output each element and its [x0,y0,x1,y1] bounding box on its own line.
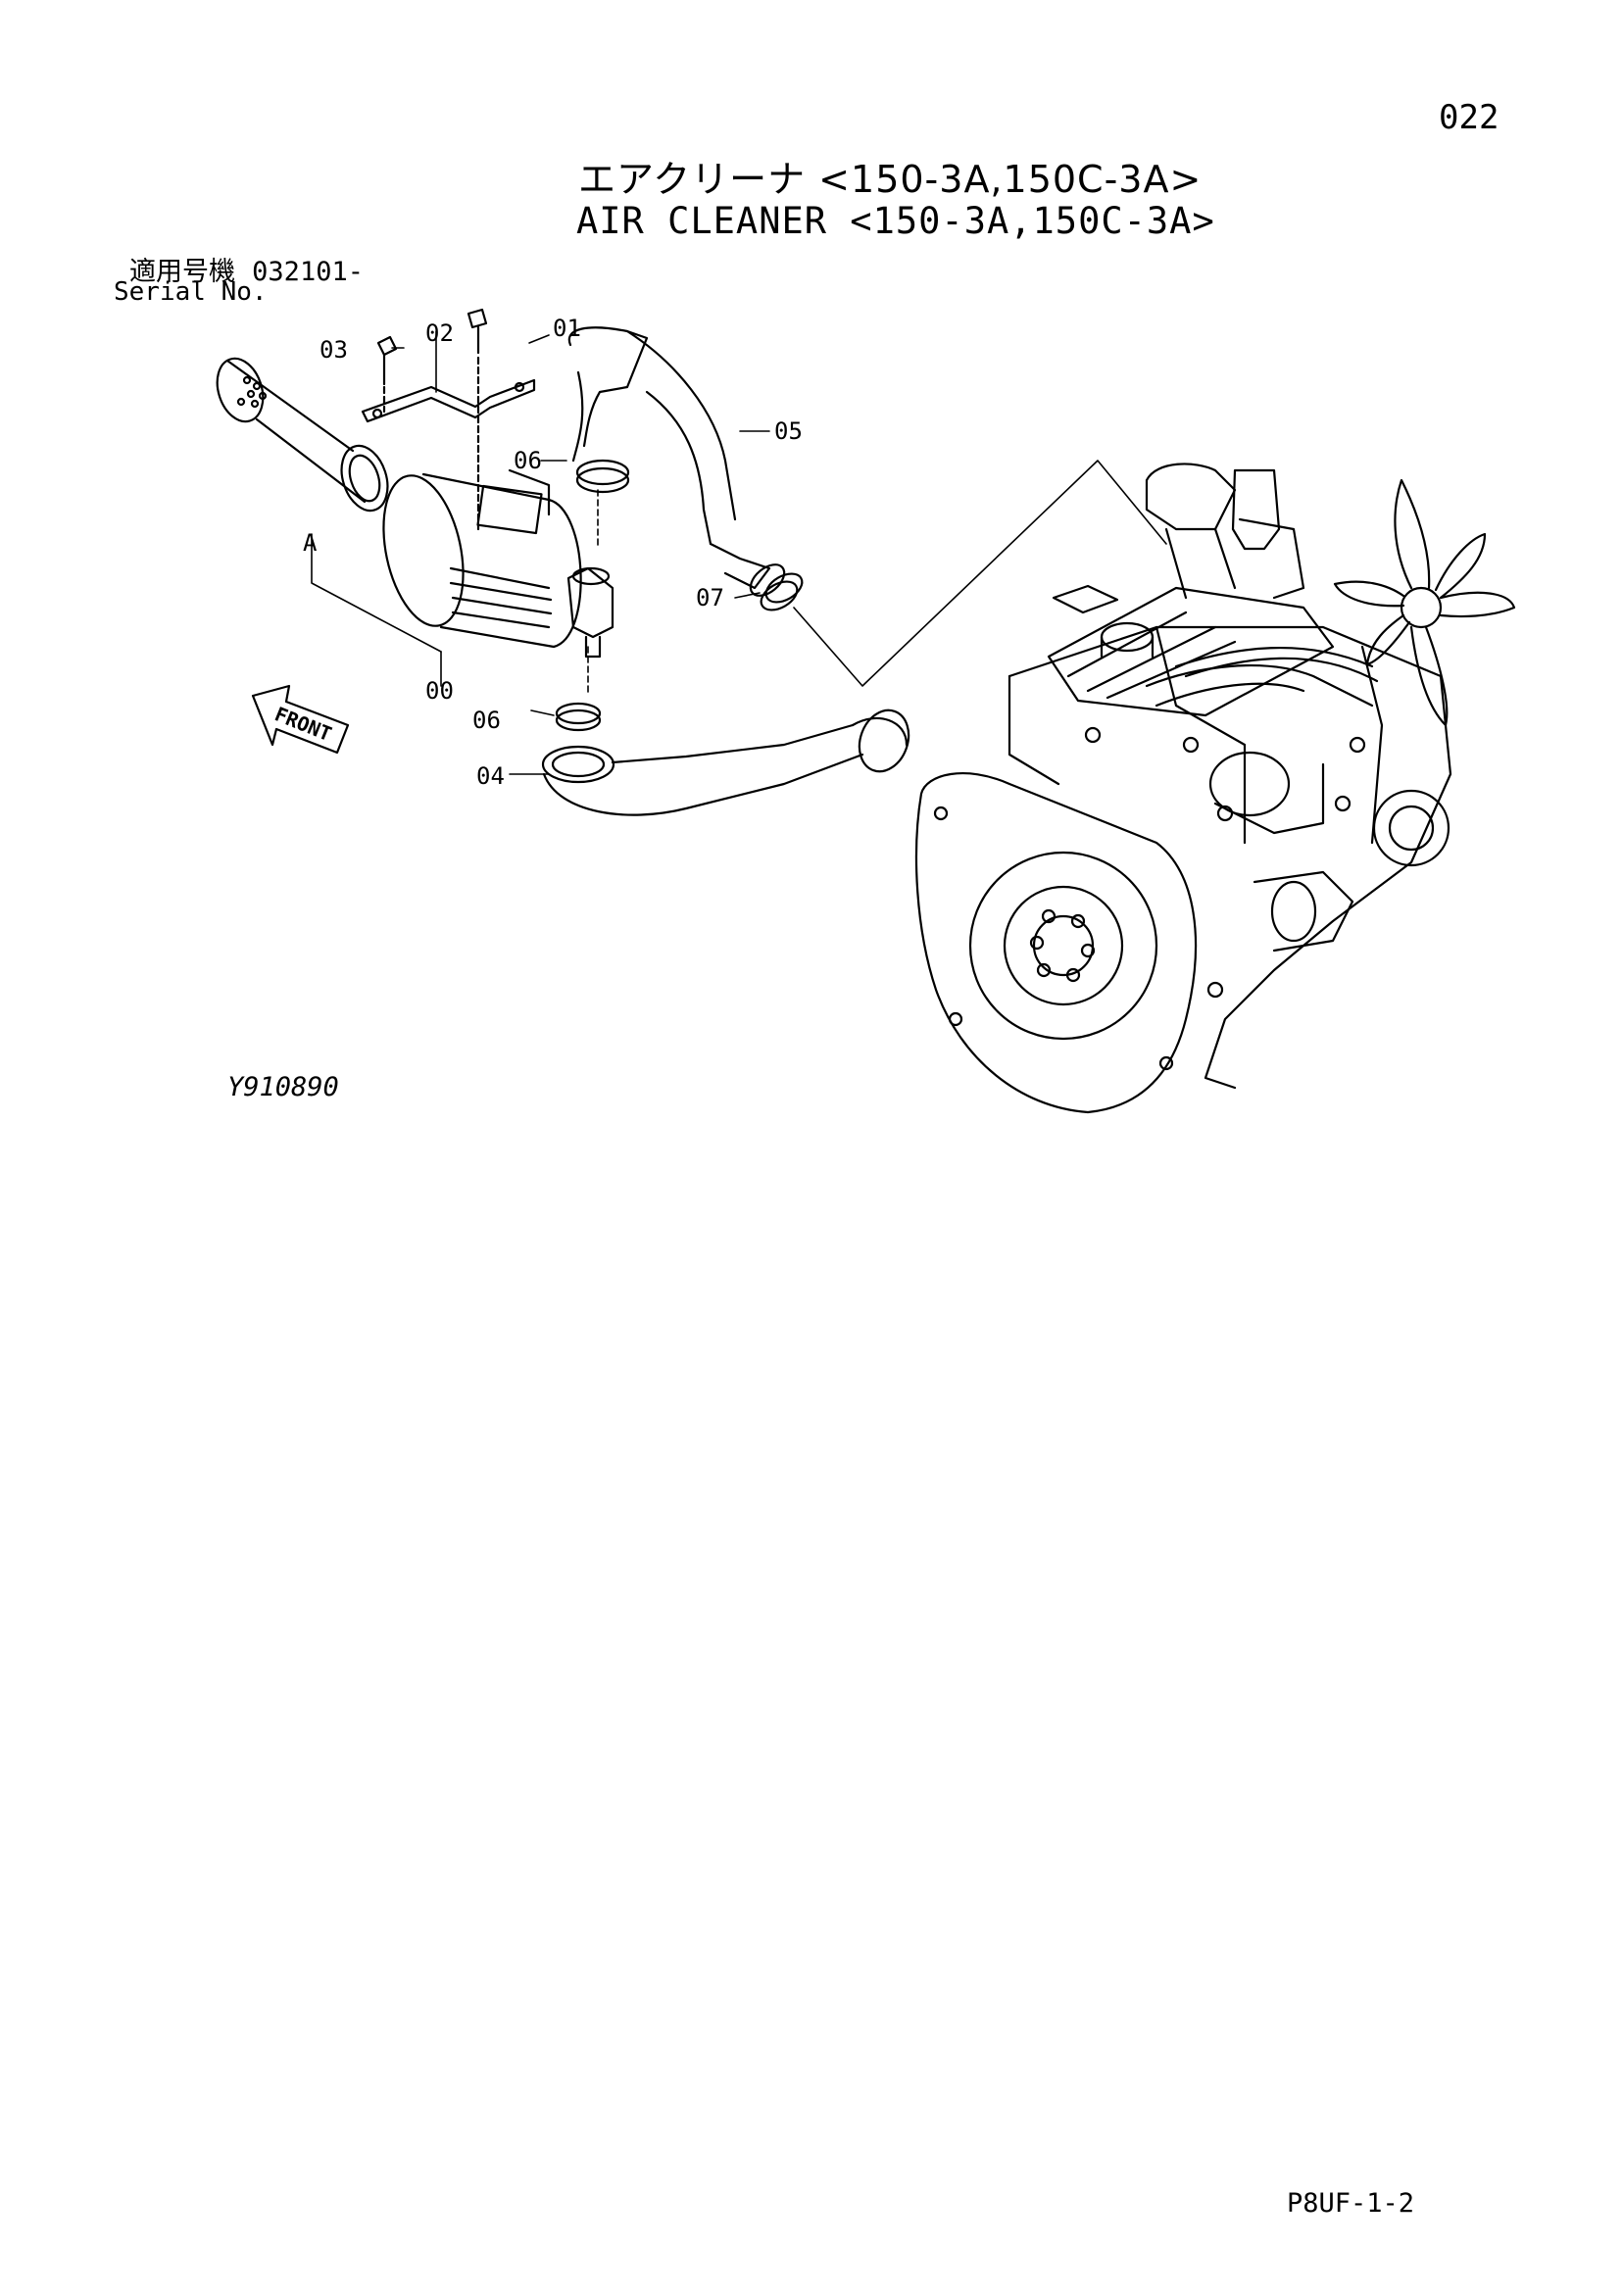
callout-03: 03 [319,336,348,364]
clamp-06-upper [575,459,630,494]
callout-06-upper: 06 [514,447,542,474]
bracket-02 [361,378,536,423]
air-cleaner-body [382,468,614,659]
document-code: P8UF-1-2 [1287,2188,1415,2219]
hose-04 [541,708,910,816]
callout-06-lower: 06 [472,707,501,734]
callout-02: 02 [425,319,454,347]
leader-lines [311,330,1167,775]
engine-assembly [914,463,1516,1114]
front-arrow [251,684,350,755]
callout-00: 00 [425,677,454,705]
clamp-07 [760,572,804,611]
serial-label-japanese: 適用号機 032101- [129,250,364,288]
callout-01: 01 [553,315,581,342]
bolt-03 [376,335,398,414]
bolt-01 [467,308,488,531]
title-japanese: エアクリーナ <150-3A,150C-3A> [578,158,1203,201]
callout-labels: 00 01 02 03 04 05 06 06 07 A FRONT [271,315,803,790]
serial-range: 032101- [252,257,364,287]
serial-label-jp-text: 適用号機 [129,257,235,287]
figure-code: Y910890 [227,1072,339,1102]
page-number: 022 [1439,98,1499,137]
callout-07: 07 [696,584,724,611]
cooling-fan [1333,478,1516,727]
clamp-06-lower [555,702,602,732]
precleaner-tube [216,357,389,513]
callout-05: 05 [774,417,803,445]
callout-04: 04 [476,762,505,790]
callout-A: A [303,529,318,557]
hose-05 [567,326,786,597]
serial-label-english: Serial No. [114,277,268,307]
title-english: AIR CLEANER <150-3A,150C-3A> [576,200,1215,242]
